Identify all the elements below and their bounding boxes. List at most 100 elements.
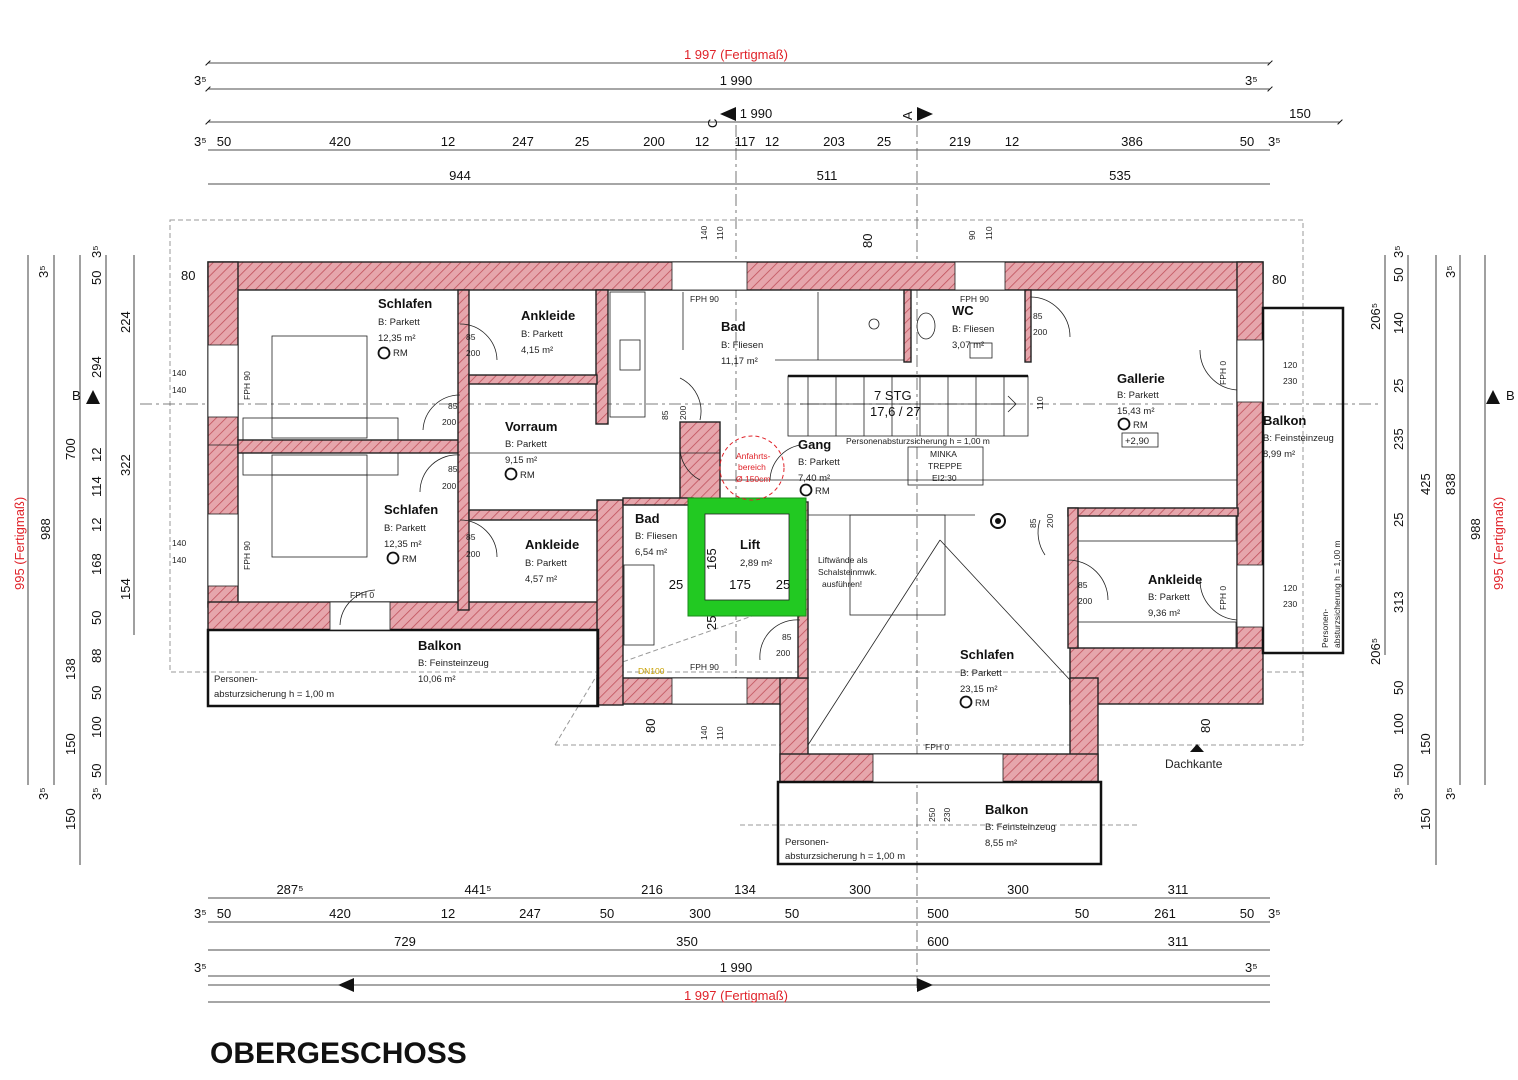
dim: 322 [118,454,133,476]
room-floor: B: Fliesen [635,531,677,542]
wheelchair-approach-circle [719,435,785,501]
minka-label: EI2:30 [932,473,957,483]
dim: 50 [785,906,799,921]
door-dim: 200 [442,417,456,427]
sup: 3⁵ [194,906,207,921]
fph-label: FPH 0 [1218,586,1228,610]
room-name: Ankleide [1148,572,1202,587]
door-dim: 85 [1033,311,1043,321]
lift-dim: 175 [729,577,751,592]
dim: 420 [329,906,351,921]
dim: 12 [695,134,709,149]
dim: 511 [817,168,838,183]
dim: 50 [1391,681,1406,695]
page-title: OBERGESCHOSS [210,1037,467,1070]
door-dim: 200 [776,648,790,658]
dim: 206⁵ [1368,638,1383,665]
sup: 3⁵ [89,245,104,258]
sup: 3⁵ [194,73,207,88]
dim: 350 [676,934,698,949]
fall-protection-note: absturzsicherung h = 1,00 m [785,851,905,862]
room-name: Ankleide [525,537,579,552]
window-dim: 140 [172,538,186,548]
room-floor: B: Fliesen [952,324,994,335]
room-area: 4,15 m² [521,345,553,356]
room-name: Bad [721,319,746,334]
dim: 247 [519,906,541,921]
dim: 12 [441,134,455,149]
approach-label: Ø 150cm [736,474,771,484]
fall-protection-note: Personen- [1320,609,1330,648]
room-floor: B: Parkett [384,523,426,534]
door-dim: 200 [1045,514,1055,528]
room-floor: B: Feinsteinzeug [1263,433,1334,444]
dim: 386 [1121,134,1143,149]
door-dim: 200 [1078,596,1092,606]
room-floor: B: Parkett [960,668,1002,679]
room-name: Schlafen [960,647,1014,662]
window-dim: 140 [172,385,186,395]
room-floor: B: Parkett [1148,592,1190,603]
window-dim: 140 [172,555,186,565]
section-label-b-right: B [1506,388,1515,403]
left-dimensions: 995 (Fertigmaß) 988 700 294 138 150 150 … [12,245,135,865]
room-area: 3,07 m² [952,340,984,351]
approach-label: bereich [738,462,766,472]
dim: 50 [600,906,614,921]
fall-protection-note: absturzsicherung h = 1,00 m [214,689,334,700]
door-dim: 85 [448,464,458,474]
dim: 50 [1075,906,1089,921]
level-marker: +2,90 [1125,436,1149,447]
dim: 114 [89,476,104,497]
room-area: 11,17 m² [721,356,758,367]
dim: 294 [89,356,104,378]
dim: 729 [394,934,416,949]
top-dimensions: 1 997 (Fertigmaß) 1 990 3⁵ 3⁵ 1 990 150 … [194,47,1343,185]
section-arrow-c-top [720,107,736,121]
room-area: 15,43 m² [1117,406,1155,417]
fph-label: FPH 90 [242,371,252,400]
dim: 219 [949,134,971,149]
lift-dim: 165 [704,548,719,570]
room-rm: RM [402,554,417,565]
window-dim: 80 [181,268,195,283]
dim: 117 [735,134,756,149]
dim: 206⁵ [1368,303,1383,330]
dim: 50 [89,686,104,700]
dim: 700 [63,438,78,460]
dim: 311 [1168,882,1189,897]
room-rm: RM [393,348,408,359]
room-name: Lift [740,537,761,552]
lift-note: Liftwände als [818,555,868,565]
bottom-dimensions: 287⁵ 441⁵ 216 134 300 300 311 3⁵ 50 420 … [194,882,1281,1003]
room-area: 8,55 m² [985,838,1017,849]
room-area: 8,99 m² [1263,449,1295,460]
room-floor: B: Parkett [525,558,567,569]
window-dim: 140 [699,226,709,240]
room-name: Balkon [1263,413,1306,428]
window-dim: 80 [860,234,875,248]
dim: 140 [1391,312,1406,334]
dim: 50 [89,271,104,285]
minka-label: MINKA [930,449,957,459]
dim: 535 [1109,168,1131,183]
rm-icon [386,551,400,565]
fph-label: FPH 90 [690,662,719,672]
room-labels: Schlafen B: Parkett 12,35 m² RM Ankleide… [172,226,1342,862]
sup: 3⁵ [194,960,207,975]
fph-label: FPH 0 [1218,361,1228,385]
lift-dim: 25 [669,577,683,592]
window-dim: 110 [715,226,725,240]
bottom-total-finished: 1 997 (Fertigmaß) [684,988,788,1003]
left-total-finished: 995 (Fertigmaß) [12,497,27,590]
sup: 3⁵ [1391,787,1406,800]
window-dim: 120 [1283,583,1297,593]
dim: 150 [63,808,78,830]
dim: 200 [643,134,665,149]
room-area: 9,36 m² [1148,608,1180,619]
room-area: 12,35 m² [378,333,416,344]
dim: 261 [1154,906,1176,921]
lift-note: Schalsteinmwk. [818,567,877,577]
dim: 50 [217,906,231,921]
